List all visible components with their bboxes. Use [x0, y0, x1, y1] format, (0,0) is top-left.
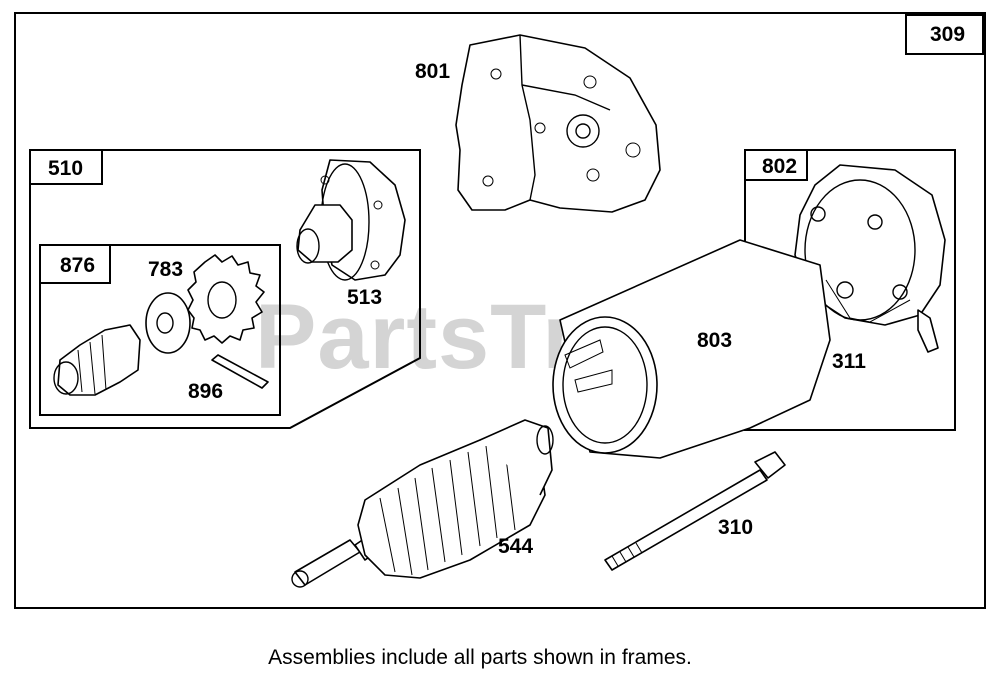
- part-clutch[interactable]: [53, 324, 141, 396]
- part-544-armature[interactable]: [291, 419, 554, 588]
- part-803-housing[interactable]: [552, 239, 831, 459]
- frame-876: [39, 244, 281, 416]
- label-896: 896: [188, 380, 223, 403]
- label-513: 513: [347, 286, 382, 309]
- label-801: 801: [415, 60, 450, 83]
- part-washer[interactable]: [145, 292, 191, 354]
- label-311: 311: [832, 350, 866, 373]
- part-783-pinion-gear[interactable]: [187, 254, 265, 344]
- frame-510-label: 510: [48, 157, 83, 180]
- label-803: 803: [697, 329, 732, 352]
- part-896-pin[interactable]: [211, 354, 269, 389]
- frame-510: [29, 149, 421, 429]
- part-310-bolt[interactable]: [604, 451, 786, 571]
- label-310: 310: [718, 516, 753, 539]
- label-783: 783: [148, 258, 183, 281]
- part-801-bracket[interactable]: [455, 34, 661, 213]
- part-513-drive-housing[interactable]: [296, 159, 406, 281]
- outer-frame: [14, 12, 986, 609]
- assembly-number-box: [905, 14, 984, 55]
- frame-802-label: 802: [762, 155, 797, 178]
- diagram-caption: Assemblies include all parts shown in fr…: [268, 646, 692, 669]
- frame-876-label: 876: [60, 254, 95, 277]
- label-544: 544: [498, 535, 533, 558]
- assembly-number: 309: [930, 23, 965, 46]
- part-311-brush-plate[interactable]: [794, 164, 946, 353]
